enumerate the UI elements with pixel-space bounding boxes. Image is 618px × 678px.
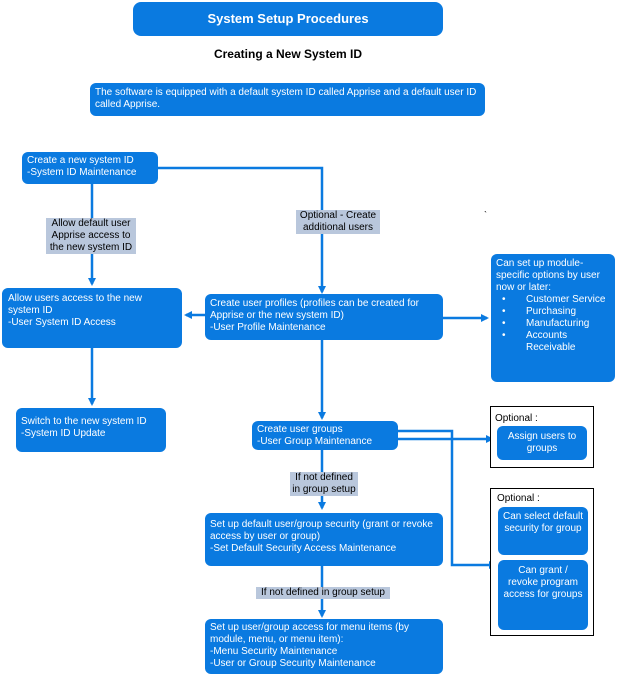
switch-system-id-box: Switch to the new system ID -System ID U… bbox=[16, 408, 166, 452]
module-option-item: Purchasing bbox=[502, 306, 610, 318]
create-system-id-program: -System ID Maintenance bbox=[27, 167, 137, 178]
default-security-title: Set up default user/group security (gran… bbox=[210, 519, 433, 542]
create-system-id-title: Create a new system ID bbox=[27, 155, 134, 166]
create-profiles-program: -User Profile Maintenance bbox=[210, 322, 326, 333]
switch-system-id-program: -System ID Update bbox=[21, 428, 106, 439]
allow-users-title: Allow users access to the new system ID bbox=[8, 293, 142, 316]
create-groups-box: Create user groups -User Group Maintenan… bbox=[252, 421, 398, 450]
optional-label-1: Optional : bbox=[495, 413, 538, 424]
create-system-id-box: Create a new system ID -System ID Mainte… bbox=[22, 152, 158, 184]
menu-access-program-1: -Menu Security Maintenance bbox=[210, 646, 338, 657]
module-option-item: Customer Service bbox=[502, 294, 610, 306]
optional-label-2: Optional : bbox=[497, 493, 540, 504]
menu-access-box: Set up user/group access for menu items … bbox=[205, 619, 443, 674]
grant-revoke-box: Can grant / revoke program access for gr… bbox=[498, 560, 588, 630]
create-profiles-box: Create user profiles (profiles can be cr… bbox=[205, 294, 443, 340]
module-options-list: Customer Service Purchasing Manufacturin… bbox=[496, 294, 610, 354]
menu-access-program-2: -User or Group Security Maintenance bbox=[210, 658, 376, 669]
create-groups-program: -User Group Maintenance bbox=[257, 436, 373, 447]
default-security-program: -Set Default Security Access Maintenance bbox=[210, 543, 397, 554]
allow-default-label: Allow default user Apprise access to the… bbox=[46, 218, 136, 254]
create-profiles-title: Create user profiles (profiles can be cr… bbox=[210, 298, 419, 321]
module-option-item: Accounts Receivable bbox=[502, 330, 610, 354]
select-default-box: Can select default security for group bbox=[498, 507, 588, 555]
create-groups-title: Create user groups bbox=[257, 424, 343, 435]
page-subtitle: Creating a New System ID bbox=[213, 47, 363, 61]
if-not-defined-label-1: If not defined in group setup bbox=[290, 472, 358, 496]
connector-groups-to-optional bbox=[398, 429, 497, 569]
menu-access-title: Set up user/group access for menu items … bbox=[210, 622, 409, 645]
switch-system-id-title: Switch to the new system ID bbox=[21, 416, 147, 427]
connector-create-to-profiles bbox=[158, 166, 326, 294]
allow-users-program: -User System ID Access bbox=[8, 317, 116, 328]
module-options-text: Can set up module-specific options by us… bbox=[496, 258, 600, 293]
intro-box: The software is equipped with a default … bbox=[90, 83, 485, 116]
svg-text:`: ` bbox=[484, 210, 487, 220]
allow-users-box: Allow users access to the new system ID … bbox=[2, 288, 182, 348]
module-option-item: Manufacturing bbox=[502, 318, 610, 330]
optional-create-label: Optional - Create additional users bbox=[296, 210, 380, 234]
default-security-box: Set up default user/group security (gran… bbox=[205, 513, 443, 566]
assign-users-box: Assign users to groups bbox=[497, 426, 587, 460]
page-title: System Setup Procedures bbox=[133, 2, 443, 36]
module-options-box: Can set up module-specific options by us… bbox=[491, 254, 615, 382]
if-not-defined-label-2: If not defined in group setup bbox=[256, 587, 390, 599]
